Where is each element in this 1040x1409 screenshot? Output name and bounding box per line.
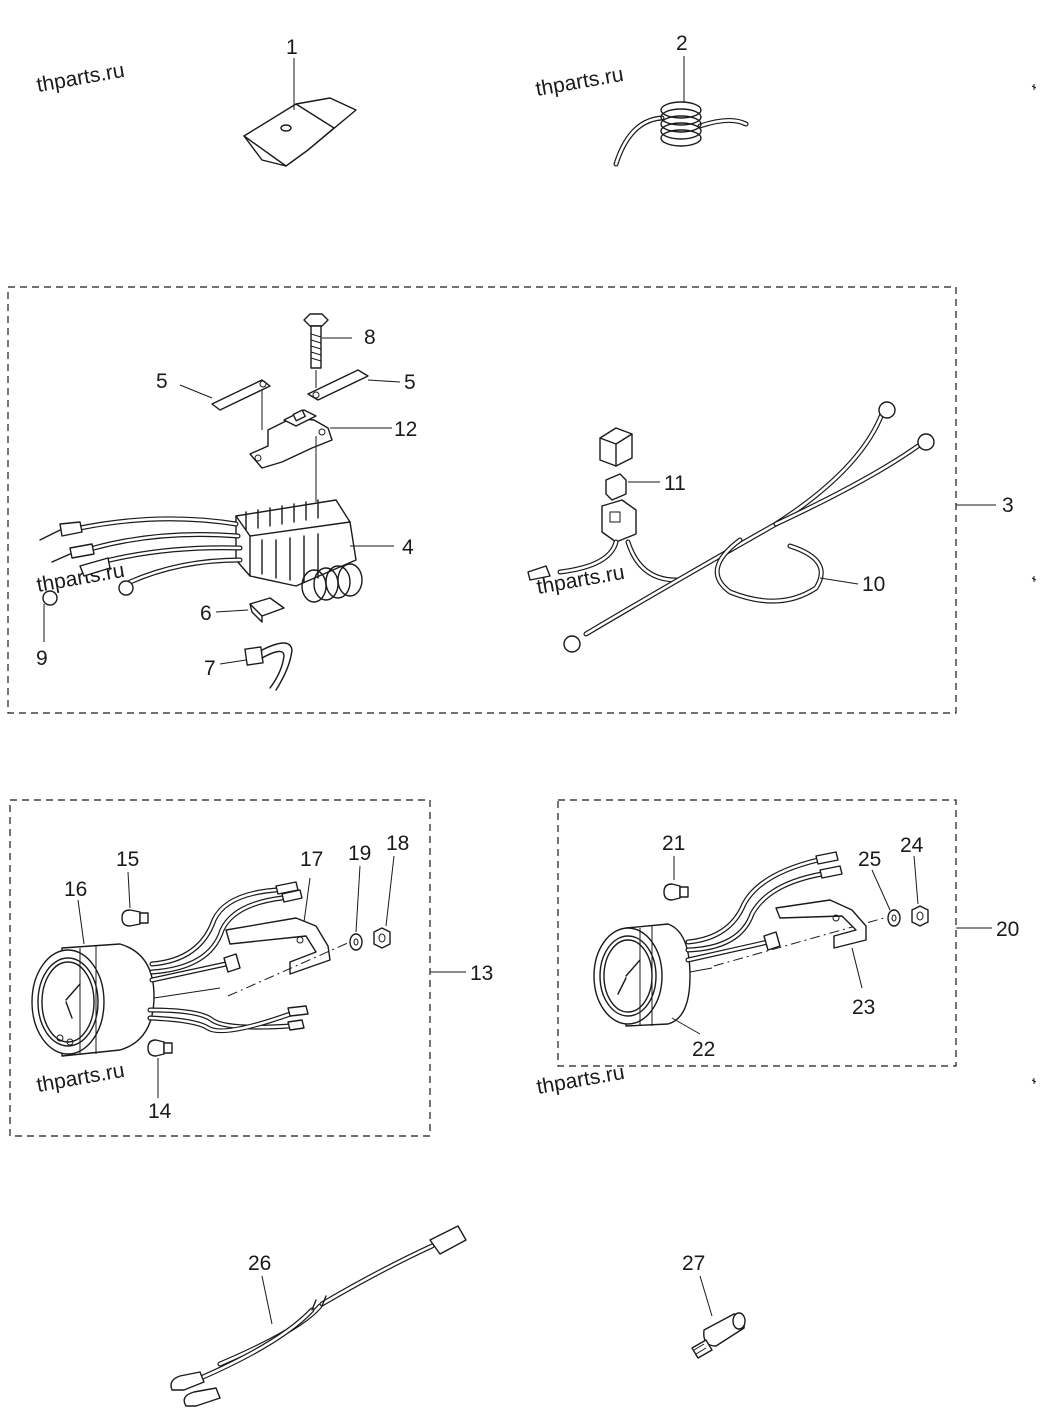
- callout-20: 20: [996, 918, 1019, 941]
- callout-9: 9: [36, 647, 48, 670]
- edge-marks: [1031, 84, 1037, 1084]
- part-16-gauge: [31, 899, 155, 1057]
- callout-27: 27: [682, 1252, 705, 1275]
- watermark: thparts.ru: [35, 59, 126, 97]
- callout-8: 8: [364, 326, 376, 349]
- callout-16: 16: [64, 878, 87, 901]
- callout-6: 6: [200, 602, 212, 625]
- group-box-3: [7, 286, 957, 714]
- callout-23: 23: [852, 996, 875, 1019]
- part-13-wiring: [147, 881, 309, 1034]
- callout-18: 18: [386, 832, 409, 855]
- watermark: thparts.ru: [534, 63, 625, 101]
- part-7-tie: [219, 642, 293, 691]
- callouts: 1 2 3 4 5 5 6 7 8 9 10 11 12 13 14 15 16…: [36, 32, 1019, 1275]
- part-4-rectifier: [39, 499, 394, 642]
- part-8-bolt: [303, 313, 352, 388]
- callout-17: 17: [300, 848, 323, 871]
- callout-26: 26: [248, 1252, 271, 1275]
- part-5-plates: [179, 369, 401, 430]
- part-17-bracket: [225, 877, 351, 997]
- part-15-bulb: [121, 871, 149, 927]
- callout-1: 1: [286, 36, 298, 59]
- part-24-nut: [911, 855, 929, 927]
- part-22-gauge: [593, 923, 701, 1035]
- callout-14: 14: [148, 1100, 172, 1123]
- part-25-washer: [871, 869, 901, 927]
- callout-4: 4: [402, 536, 414, 559]
- watermark: thparts.ru: [535, 1061, 626, 1099]
- callout-24: 24: [900, 834, 924, 857]
- part-19-washer: [349, 865, 363, 951]
- part-14-bulb: [147, 1039, 173, 1098]
- part-12-bracket: [249, 409, 392, 502]
- part-23-bracket: [775, 899, 867, 989]
- part-18-nut: [373, 855, 395, 949]
- callout-21: 21: [662, 832, 685, 855]
- part-20-wiring: [685, 851, 885, 973]
- group-box-13: [9, 799, 431, 1137]
- watermark: thparts.ru: [35, 1059, 126, 1097]
- callout-5-right: 5: [404, 371, 416, 394]
- group-box-20: [557, 799, 957, 1067]
- part-6-pad: [215, 597, 285, 623]
- part-2-coil: [613, 56, 749, 167]
- callout-5-left: 5: [156, 370, 168, 393]
- part-11-relay: [599, 427, 660, 501]
- callout-12: 12: [394, 418, 417, 441]
- callout-7: 7: [204, 657, 216, 680]
- callout-3: 3: [1002, 494, 1014, 517]
- part-27-cap: [691, 1275, 746, 1359]
- part-21-bulb: [663, 856, 689, 901]
- callout-19: 19: [348, 842, 371, 865]
- callout-11: 11: [664, 472, 686, 495]
- callout-22: 22: [692, 1038, 715, 1061]
- callout-2: 2: [676, 32, 688, 55]
- callout-25: 25: [858, 848, 881, 871]
- callout-15: 15: [116, 848, 139, 871]
- callout-10: 10: [862, 573, 885, 596]
- part-26-harness: [170, 1225, 467, 1407]
- part-1-pad: [243, 58, 357, 167]
- part-10-harness: [527, 401, 935, 653]
- callout-13: 13: [470, 962, 493, 985]
